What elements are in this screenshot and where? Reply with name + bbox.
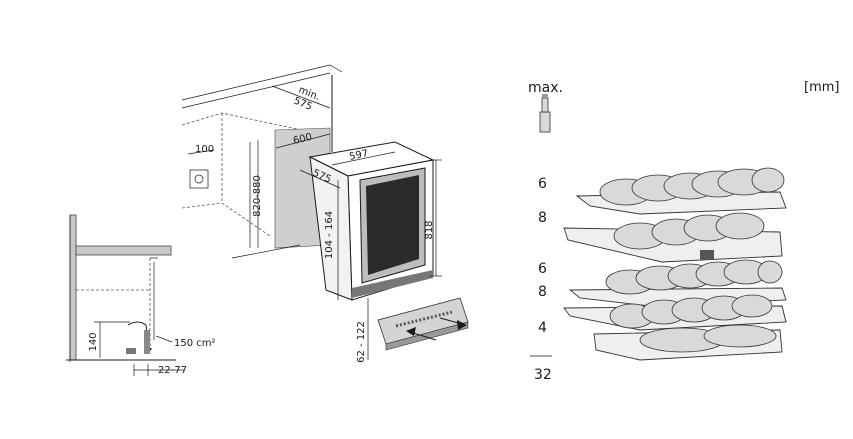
shelf-count-3: 6 — [538, 261, 547, 277]
door-glass-inner — [366, 175, 419, 275]
wall-section — [69, 214, 77, 361]
appliance-side — [309, 156, 353, 301]
shelf-count-2: 8 — [538, 210, 547, 226]
unit-height-label: 818 — [424, 220, 435, 239]
max-label: max. — [528, 80, 563, 96]
shelf-1 — [575, 167, 787, 215]
shelf-4 — [563, 294, 787, 331]
foot — [126, 348, 136, 354]
plinth-section — [144, 330, 150, 354]
door-height-label: 104 - 164 — [324, 211, 335, 259]
countertop-section — [75, 245, 172, 256]
niche-width-label: 600 — [292, 132, 313, 147]
plinth-height-label: 62 - 122 — [356, 321, 367, 363]
unit-label: [mm] — [804, 80, 840, 95]
total-count: 32 — [534, 367, 552, 383]
bottle-capacity-view — [530, 94, 787, 361]
bottle-icon — [539, 111, 551, 133]
shelf-5 — [593, 324, 783, 361]
vent-airflow-arrow — [127, 321, 150, 348]
niche-height-label: 820-880 — [252, 175, 263, 217]
socket-offset-label: 100 — [195, 144, 214, 155]
shelf-count-5: 4 — [538, 320, 547, 336]
shelf-2 — [563, 212, 783, 263]
unit-width-label: 597 — [348, 148, 369, 163]
vent-area-label: 150 cm² — [174, 338, 216, 349]
floor-height-label: 140 — [88, 332, 99, 351]
base-range-label: 22-77 — [158, 365, 187, 376]
shelf-count-1: 6 — [538, 176, 547, 192]
niche-isometric-view: 100 820-880 min. 575 600 597 575 104 — [181, 64, 469, 363]
side-section-view: 140 150 cm² 22-77 — [66, 214, 216, 376]
power-socket — [189, 169, 209, 189]
shelf-count-4: 8 — [538, 284, 547, 300]
appliance-plinth — [352, 270, 433, 298]
socket-icon — [194, 174, 204, 184]
